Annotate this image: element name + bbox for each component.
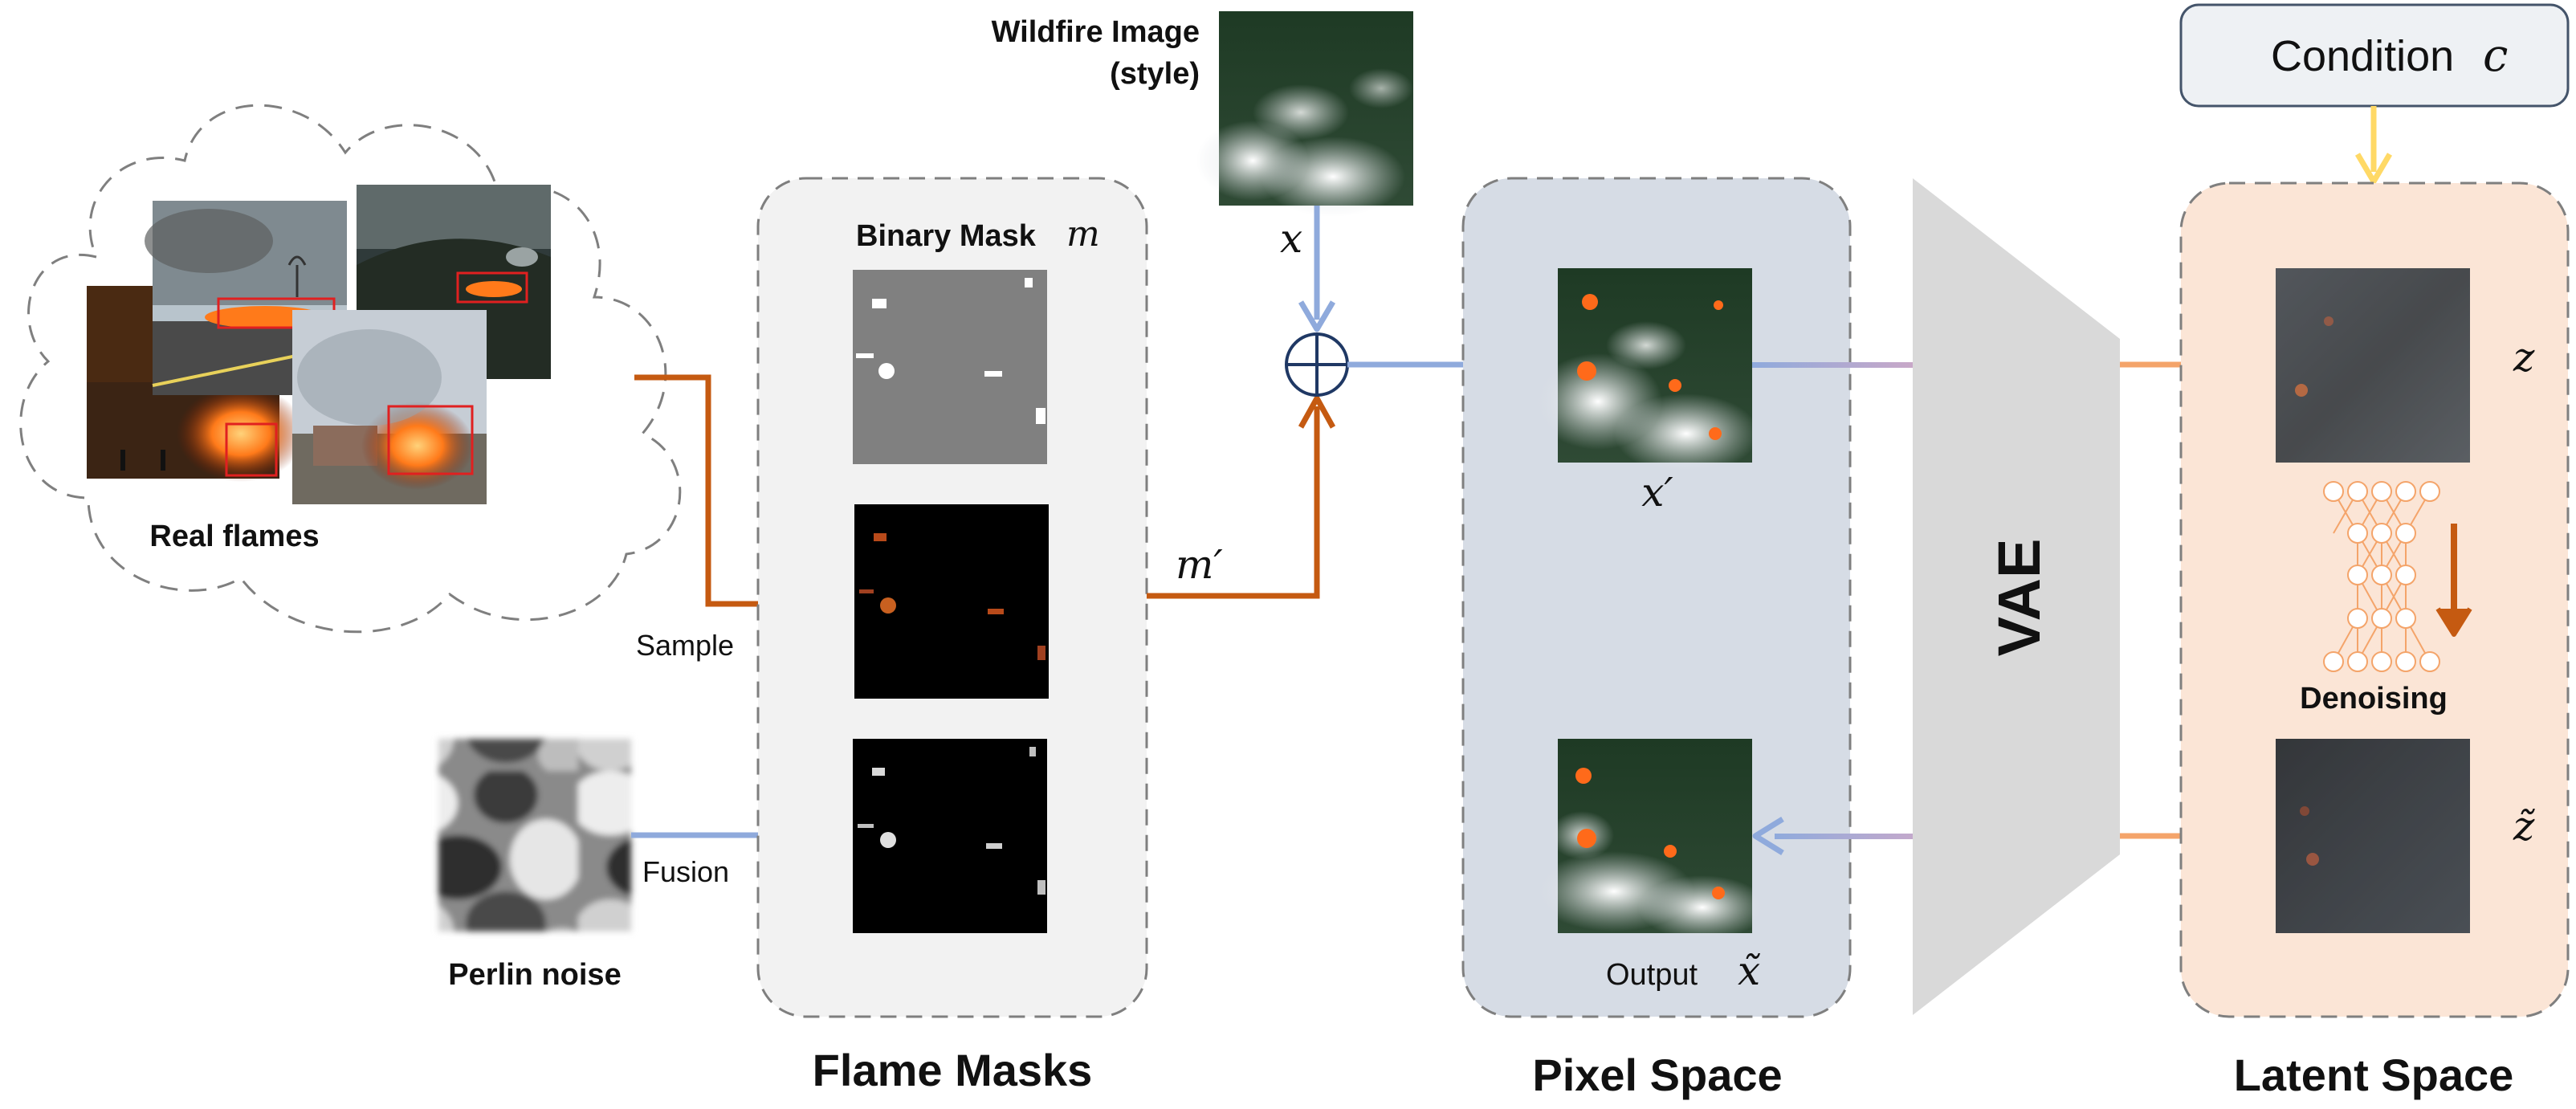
wildfire-symbol: x [1280, 215, 1302, 262]
mask-to-merge-arrow [1147, 406, 1320, 599]
denoising-network-icon [2323, 481, 2440, 672]
vae-block [1913, 178, 2120, 1015]
latent-z-symbol: z [2513, 334, 2535, 381]
real-flame-photo-4 [292, 310, 487, 504]
real-flames-label: Real flames [149, 520, 319, 553]
output-image [1534, 739, 1767, 940]
pixel-space-title: Pixel Space [1532, 1050, 1782, 1100]
wildfire-label-line2: (style) [1110, 57, 1200, 91]
fused-flame-mask-image [853, 739, 1047, 933]
merge-operator-icon [1285, 332, 1349, 397]
real-flames-cloud [19, 104, 682, 634]
wildfire-style-image [1196, 11, 1413, 217]
x-prime-symbol: x′ [1641, 469, 1673, 516]
mask-prime-symbol: m′ [1176, 541, 1223, 588]
condition-label: Condition [2271, 32, 2454, 80]
output-label: Output [1606, 958, 1698, 992]
latent-z-tilde-symbol: z̃ [2513, 803, 2535, 850]
latent-space-title: Latent Space [2234, 1050, 2514, 1100]
binary-mask-symbol: m [1066, 214, 1100, 255]
sampled-flame-mask-image [854, 504, 1049, 699]
fusion-edge-label: Fusion [642, 855, 729, 888]
denoising-label: Denoising [2300, 682, 2448, 716]
sample-edge-label: Sample [636, 629, 734, 662]
latent-z-image [2276, 268, 2470, 463]
binary-mask-image [853, 270, 1047, 464]
perlin-noise-image [438, 739, 631, 932]
wildfire-label-line1: Wildfire Image [992, 15, 1200, 49]
vae-to-output-arrow [1775, 834, 1913, 839]
composited-image [1534, 268, 1759, 474]
binary-mask-label: Binary Mask [856, 219, 1037, 253]
output-symbol: x̃ [1738, 948, 1760, 994]
vae-label: VAE [1986, 539, 2052, 657]
pixel-to-vae-connector [1752, 362, 1913, 368]
flame-masks-title: Flame Masks [813, 1045, 1093, 1095]
condition-symbol: c [2483, 30, 2508, 82]
perlin-noise-label: Perlin noise [448, 958, 621, 992]
latent-z-tilde-image [2276, 739, 2470, 933]
